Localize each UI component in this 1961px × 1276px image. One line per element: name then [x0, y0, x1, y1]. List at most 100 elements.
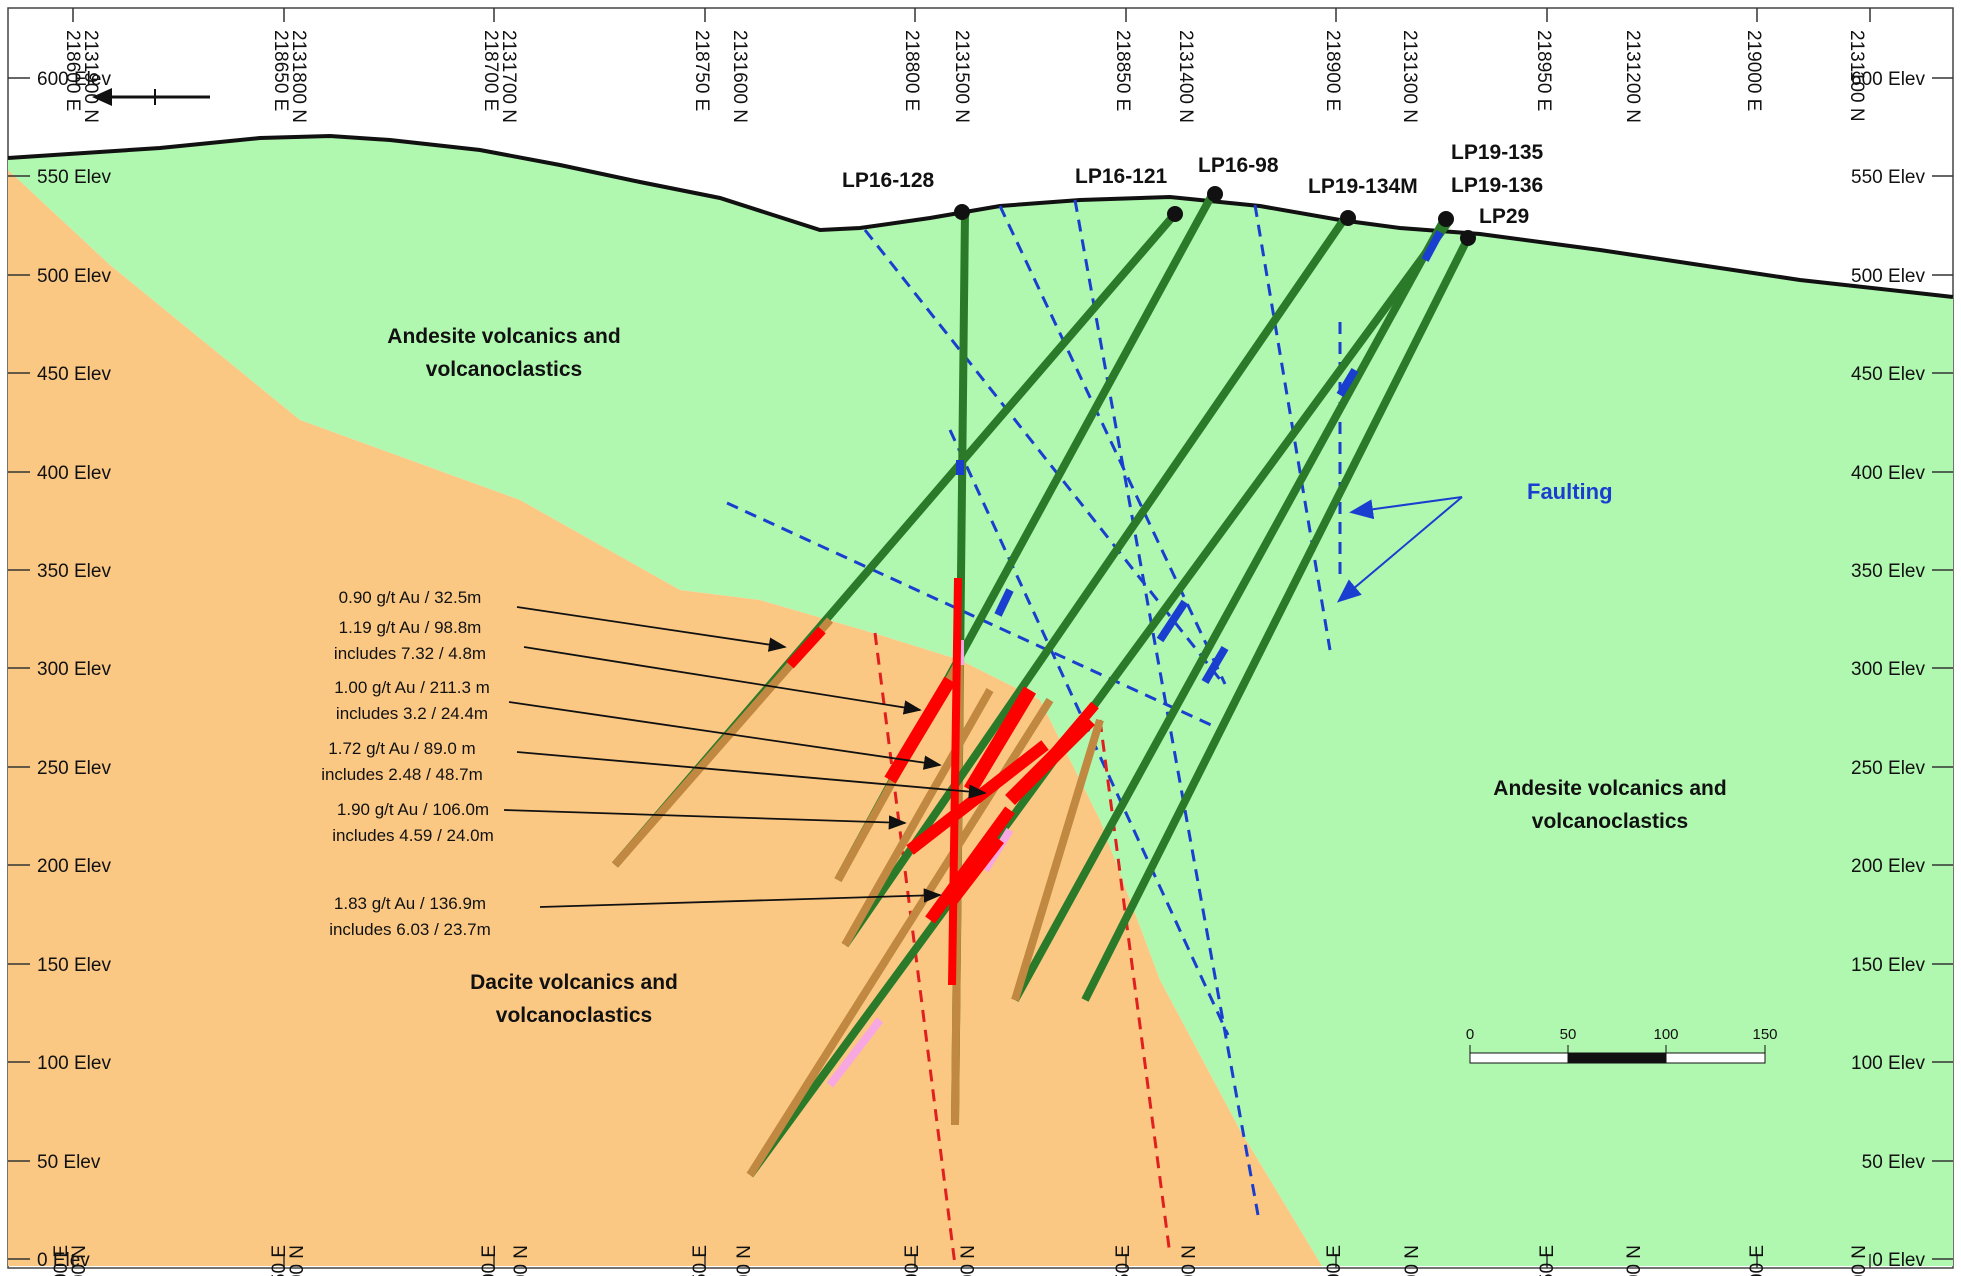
elev-label: 250 Elev	[37, 758, 111, 779]
elevation-labels-right: 600 Elev 550 Elev 500 Elev 450 Elev 400 …	[1851, 69, 1925, 1271]
grid-label: 218950 E	[1533, 30, 1554, 111]
hole-label: LP16-121	[1075, 165, 1168, 188]
unit-label: Dacite volcanics and	[470, 971, 678, 994]
intercept-label: 1.00 g/t Au / 211.3 m	[334, 678, 490, 697]
drill-trace-dacite	[841, 688, 994, 947]
grid-label: 2131600 N	[729, 30, 750, 123]
unit-labels: Andesite volcanics and volcanoclastics A…	[387, 325, 1726, 1027]
mineralized-interval	[946, 836, 1004, 909]
fault-line	[726, 501, 1223, 732]
elevation-labels-left: 600 Elev 550 Elev 500 Elev 450 Elev 400 …	[37, 69, 111, 1271]
faulting-label: Faulting	[1527, 479, 1613, 504]
grid-label: 2131900 N	[80, 30, 101, 123]
elev-label: 150 Elev	[37, 955, 111, 976]
grid-label: 2131300 N	[1402, 1245, 1423, 1276]
elev-label: 0 Elev	[1872, 1250, 1925, 1271]
unit-label: volcanoclastics	[1532, 810, 1688, 833]
elev-label: 400 Elev	[1851, 463, 1925, 484]
intercept-label: includes 4.59 / 24.0m	[332, 826, 494, 845]
intercept-label: 0.90 g/t Au / 32.5m	[339, 588, 482, 607]
drill-trace-dacite	[1011, 718, 1104, 1002]
drill-trace	[1011, 216, 1449, 1002]
elev-label: 450 Elev	[1851, 364, 1925, 385]
collar-icon	[1460, 230, 1476, 246]
mineralized-interval	[786, 626, 826, 669]
elev-label: 500 Elev	[37, 266, 111, 287]
grid-label: 218950 E	[1537, 1245, 1558, 1276]
unit-label: volcanoclastics	[426, 358, 582, 381]
grid-label: 2131400 N	[1179, 1245, 1200, 1276]
drill-holes	[611, 193, 1472, 1178]
grid-label: 218800 E	[901, 30, 922, 111]
grid-label: 2131100 N	[1849, 1245, 1870, 1276]
elev-label: 350 Elev	[1851, 561, 1925, 582]
grid-ticks	[72, 8, 1871, 1268]
grid-label: 2131700 N	[498, 30, 519, 123]
grid-label: 2131800 N	[288, 30, 309, 123]
fault-line	[1253, 204, 1332, 651]
drill-trace	[1081, 236, 1472, 1002]
drill-trace	[841, 215, 1349, 948]
grid-labels-top: 218600 E 2131900 N 218650 E 2131800 N 21…	[62, 30, 1867, 123]
topography-line	[7, 133, 1954, 299]
intercept-label: 1.72 g/t Au / 89.0 m	[328, 739, 475, 758]
hole-label: LP16-98	[1198, 154, 1279, 177]
grid-label: 2131200 N	[1624, 1245, 1645, 1276]
grid-label: 218650 E	[270, 30, 291, 111]
grid-label: 2131500 N	[958, 1245, 979, 1276]
faulting-arrows	[1336, 496, 1463, 603]
scale-label: 50	[1560, 1026, 1577, 1043]
collar-icon	[954, 204, 970, 220]
intercept-label: 1.90 g/t Au / 106.0m	[337, 800, 489, 819]
elev-label: 300 Elev	[1851, 659, 1925, 680]
hole-label: LP19-136	[1451, 174, 1543, 197]
elevation-ticks	[8, 77, 1953, 1260]
grid-label: 218850 E	[1113, 1245, 1134, 1276]
fault-line	[1098, 719, 1172, 1256]
collar-icon	[1340, 210, 1356, 226]
elev-label: 350 Elev	[37, 561, 111, 582]
elev-label: 100 Elev	[37, 1053, 111, 1074]
grid-label: 219000 E	[1747, 1245, 1768, 1276]
elev-label: 200 Elev	[1851, 856, 1925, 877]
elev-label: 550 Elev	[1851, 167, 1925, 188]
fault-line	[1073, 199, 1260, 1216]
intercept-leaders	[503, 606, 987, 908]
unit-label: volcanoclastics	[496, 1004, 652, 1027]
intercept-label: includes 7.32 / 4.8m	[334, 644, 486, 663]
grid-label: 218700 E	[479, 1245, 500, 1276]
elev-label: 600 Elev	[1851, 69, 1925, 90]
grid-label: 218700 E	[480, 30, 501, 111]
grid-label: 2131300 N	[1399, 30, 1420, 123]
collar-icon	[1207, 186, 1223, 202]
mineralized-interval	[925, 806, 1015, 924]
hole-label: LP19-135	[1451, 141, 1544, 164]
north-arrow-icon	[92, 88, 210, 106]
dacite-unit	[8, 170, 1322, 1266]
elev-label: 300 Elev	[37, 659, 111, 680]
grid-label: 218600 E	[51, 1245, 72, 1276]
elev-label: 50 Elev	[37, 1152, 101, 1173]
intercept-label: 1.83 g/t Au / 136.9m	[334, 894, 486, 913]
unit-label: Andesite volcanics and	[1493, 777, 1726, 800]
grid-label: 218800 E	[902, 1245, 923, 1276]
fault-lines	[726, 199, 1342, 1266]
grid-label: 218900 E	[1322, 30, 1343, 111]
hole-label: LP29	[1479, 205, 1529, 228]
elev-label: 550 Elev	[37, 167, 111, 188]
grid-label: 218750 E	[690, 1245, 711, 1276]
blue-segment	[994, 588, 1014, 617]
mineralized-interval	[963, 686, 1037, 794]
grid-label: 2131400 N	[1175, 30, 1196, 123]
drill-hole-labels: LP16-128 LP16-121 LP16-98 LP19-134M LP19…	[842, 141, 1544, 228]
grid-label: 2131800 N	[287, 1245, 308, 1276]
elev-label: 0 Elev	[37, 1250, 90, 1271]
fault-line	[863, 229, 1224, 683]
grid-label: 218750 E	[691, 30, 712, 111]
hole-label: LP16-128	[842, 169, 935, 192]
scale-bar-labels: 0 50 100 150	[1466, 1026, 1778, 1043]
elev-label: 400 Elev	[37, 463, 111, 484]
grid-labels-bottom: 218600 E 2131900 N 218650 E 2131800 N 21…	[51, 1245, 1870, 1276]
elev-label: 600 Elev	[37, 69, 111, 90]
